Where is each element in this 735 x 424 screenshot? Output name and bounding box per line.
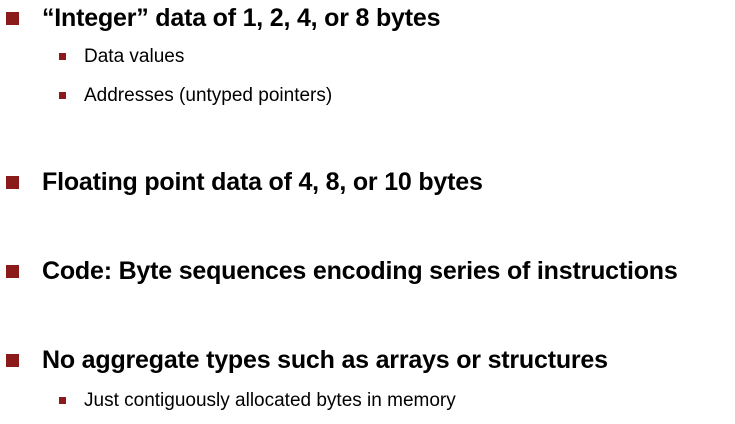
bullet-text: Code: Byte sequences encoding series of …	[42, 257, 678, 285]
bullet-text: No aggregate types such as arrays or str…	[42, 346, 608, 374]
square-bullet-icon	[59, 53, 66, 60]
square-bullet-icon	[59, 397, 66, 404]
sub-bullet-text: Addresses (untyped pointers)	[84, 85, 333, 106]
square-bullet-icon	[59, 92, 66, 99]
square-bullet-icon	[6, 176, 19, 189]
square-bullet-icon	[6, 12, 19, 25]
bullet-text: Floating point data of 4, 8, or 10 bytes	[42, 168, 483, 196]
sub-bullet-text: Just contiguously allocated bytes in mem…	[84, 390, 456, 411]
sub-bullet-text: Data values	[84, 46, 185, 67]
square-bullet-icon	[6, 265, 19, 278]
square-bullet-icon	[6, 354, 19, 367]
bullet-text: “Integer” data of 1, 2, 4, or 8 bytes	[42, 4, 441, 32]
